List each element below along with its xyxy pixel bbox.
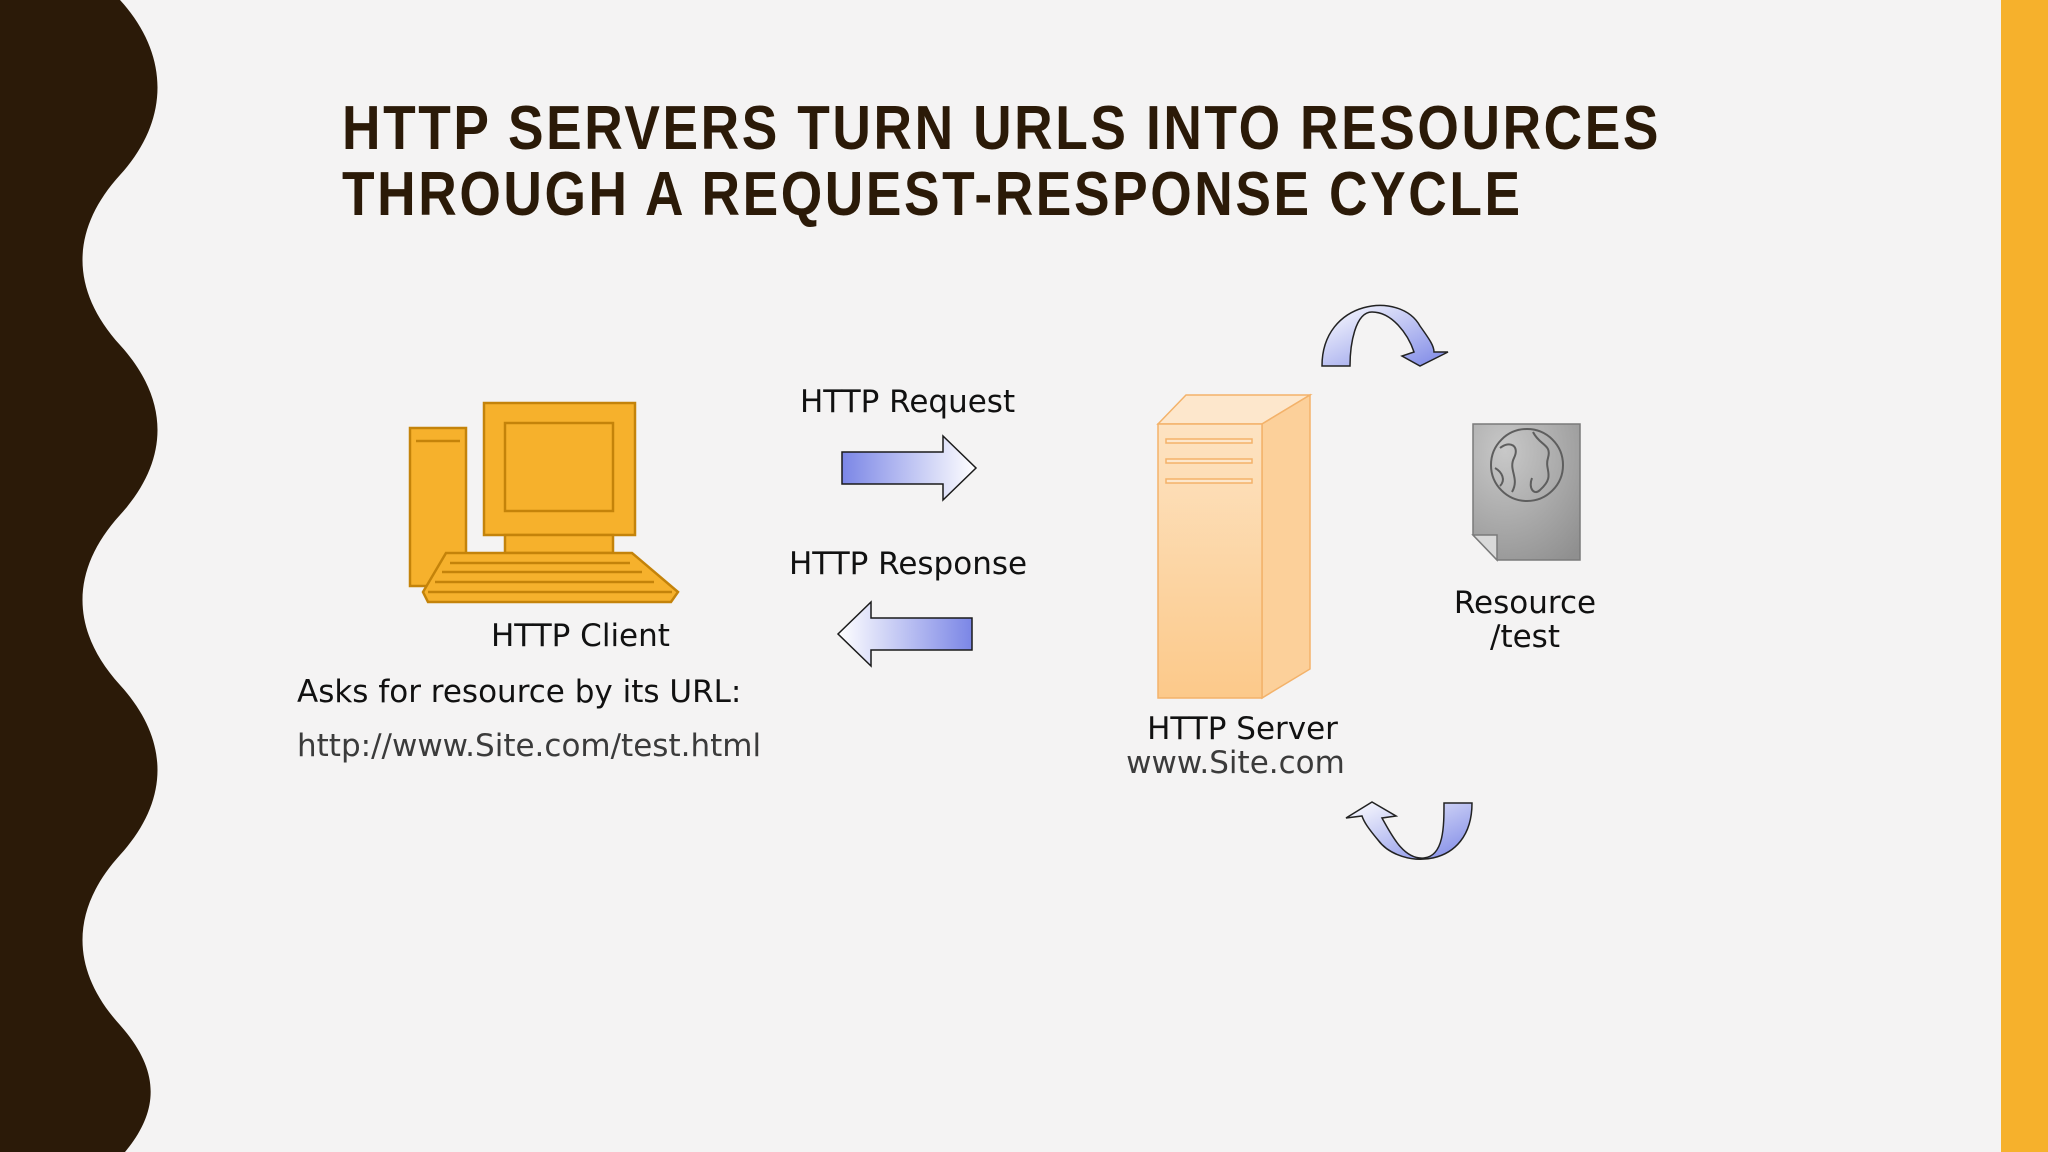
- client-description: Asks for resource by its URL:: [297, 674, 742, 710]
- server-icon: [1156, 393, 1313, 700]
- http-server-label: HTTP Server: [1147, 711, 1338, 747]
- http-request-label: HTTP Request: [800, 384, 1016, 420]
- computer-icon: [408, 401, 680, 604]
- right-band: [2001, 0, 2048, 1152]
- resource-path: /test: [1490, 619, 1560, 655]
- http-client-label: HTTP Client: [491, 618, 670, 654]
- client-url: http://www.Site.com/test.html: [297, 728, 762, 764]
- left-arrow-icon: [836, 600, 973, 668]
- title-line-2: THROUGH A REQUEST-RESPONSE CYCLE: [342, 160, 1523, 229]
- resource-label: Resource: [1453, 585, 1597, 621]
- slide-title: HTTP SERVERS TURN URLS INTO RESOURCES TH…: [342, 96, 1661, 228]
- left-wave-band: [0, 0, 158, 1152]
- globe-document-icon: [1471, 423, 1581, 562]
- server-host: www.Site.com: [1126, 745, 1345, 781]
- http-response-label: HTTP Response: [789, 546, 1028, 582]
- curved-arrow-icon: [1321, 304, 1449, 367]
- title-line-1: HTTP SERVERS TURN URLS INTO RESOURCES: [342, 94, 1662, 163]
- curved-arrow-icon: [1345, 801, 1473, 860]
- right-arrow-icon: [841, 434, 978, 502]
